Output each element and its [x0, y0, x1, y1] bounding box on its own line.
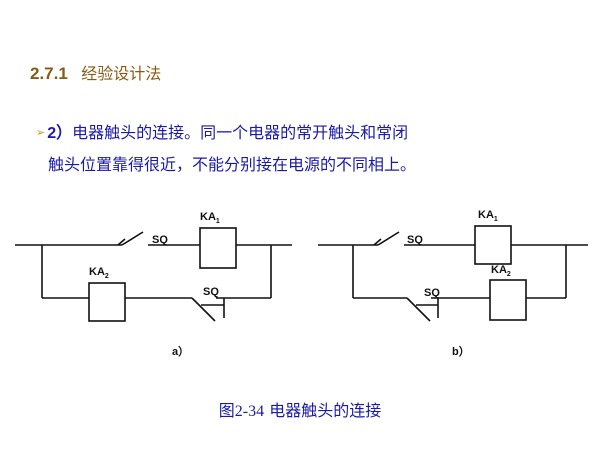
body-paragraph: ➢2）电器触头的连接。同一个电器的常开触头和常闭 触头位置靠得很近，不能分别接在… [36, 118, 568, 180]
a-sq-nc-contact [191, 297, 216, 322]
b-sq-top-label: SQ [407, 234, 423, 246]
circuit-b-labels: SQ KA1 KA2 SQ b） [407, 209, 511, 358]
figure-number: 图2-34 [218, 403, 265, 420]
paragraph-line-1: ➢2）电器触头的连接。同一个电器的常开触头和常闭 [36, 118, 568, 150]
b-figure-label: b） [452, 345, 470, 358]
arrow-bullet-icon: ➢ [36, 126, 46, 139]
circuit-b [318, 225, 588, 322]
a-sq-bottom-label: SQ [203, 286, 219, 298]
figure-caption: 图2-34 电器触头的连接 [0, 397, 600, 421]
section-title: 经验设计法 [81, 64, 162, 83]
b-sq-bottom-label: SQ [424, 287, 440, 299]
b-ka2-coil [489, 279, 527, 321]
figure-title: 电器触头的连接 [269, 401, 382, 420]
a-sq-no-contact [121, 231, 144, 246]
a-ka1-label: KA1 [200, 211, 220, 225]
b-ka1-coil [474, 225, 512, 265]
a-sq-top-label: SQ [152, 234, 168, 246]
circuit-figure: SQ KA1 KA2 SQ a） SQ KA1 KA2 [0, 195, 600, 370]
b-sq-no-tick [373, 238, 382, 246]
a-sq-no-tick [117, 238, 126, 246]
paragraph-line-2: 触头位置靠得很近，不能分别接在电源的不同相上。 [48, 155, 417, 174]
circuit-a-labels: SQ KA1 KA2 SQ a） [89, 211, 220, 358]
b-sq-no-contact [377, 231, 400, 246]
circuit-diagram: SQ KA1 KA2 SQ a） SQ KA1 KA2 [15, 209, 588, 358]
section-heading: 2.7.1 经验设计法 [30, 60, 161, 84]
a-ka1-coil [199, 227, 237, 269]
circuit-a [15, 227, 292, 322]
paragraph-text-1: 电器触头的连接。同一个电器的常开触头和常闭 [72, 123, 409, 142]
b-ka1-label: KA1 [478, 209, 498, 223]
b-ka2-label: KA2 [491, 264, 511, 278]
a-ka2-label: KA2 [89, 266, 109, 280]
a-ka2-coil [88, 282, 126, 322]
a-figure-label: a） [172, 345, 189, 358]
section-number: 2.7.1 [30, 64, 68, 83]
b-sq-nc-contact [406, 297, 431, 322]
item-number: 2） [47, 125, 73, 142]
